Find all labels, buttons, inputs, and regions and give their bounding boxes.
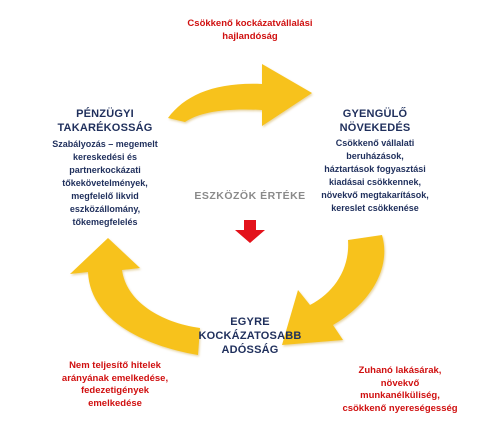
down-arrow-icon: [235, 220, 265, 243]
right-heading: GYENGÜLŐ NÖVEKEDÉS: [339, 108, 411, 134]
cycle-arrow-right: [282, 235, 385, 345]
bottom-left-red-text: Nem teljesítő hitelek arányának emelkedé…: [61, 360, 169, 409]
cycle-arrow-left: [70, 238, 200, 355]
bottom-right-red-text: Zuhanó lakásárak, növekvő munkanélkülisé…: [342, 365, 458, 414]
left-heading: PÉNZÜGYI TAKARÉKOSSÁG: [57, 108, 153, 134]
center-label: ESZKÖZÖK ÉRTÉKE: [194, 190, 306, 202]
right-body: Csökkenő vállalati beruházások, háztartá…: [321, 138, 429, 213]
bottom-heading: EGYRE KOCKÁZATOSABB ADÓSSÁG: [198, 316, 302, 356]
left-body: Szabályozás – megemelt kereskedési és pa…: [52, 139, 158, 227]
cycle-arrow-top: [168, 64, 312, 126]
top-red-text: Csökkenő kockázatvállalási hajlandóság: [187, 18, 313, 42]
